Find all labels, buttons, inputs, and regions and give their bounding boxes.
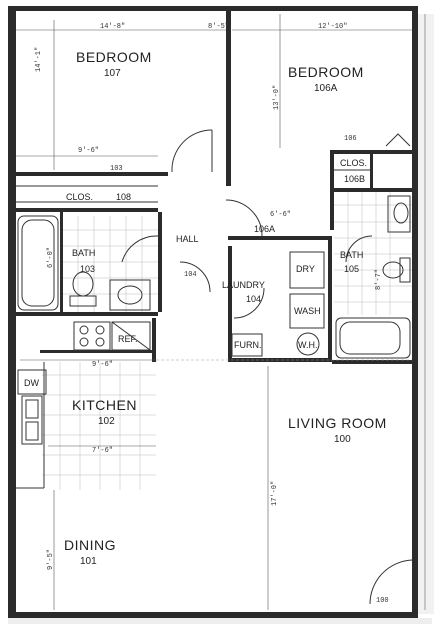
room-number-bath-103: 103 [80,264,95,274]
room-number-laundry: 104 [246,294,261,304]
interior-walls [8,6,412,364]
room-name-kitchen: KITCHEN [72,397,137,413]
room-number-kitchen: 102 [98,416,115,427]
room-name-bath-103: BATH [72,248,95,258]
room-number-dining: 101 [80,556,97,567]
washer [289,293,325,329]
tub-bath-103 [17,215,59,311]
label-water-heater: W.H. [298,340,318,350]
dim-bath105-depth: 8'-7" [375,269,383,290]
label-dryer: DRY [296,264,315,274]
room-number-bedroom-106a: 106A [314,83,338,94]
room-number-bath-105: 105 [344,264,359,274]
label-refrigerator: REF. [118,334,138,344]
dim-bath103-depth: 6'-0" [47,247,55,268]
label-dishwasher: DW [24,378,39,388]
dim-bed106-width: 12'-10" [318,23,347,31]
door-tag-100: 100 [376,597,389,605]
dim-bed107-depth: 14'-1" [35,47,43,72]
hall-tag: 104 [184,271,197,279]
closet-tag: 106 [344,135,357,143]
room-name-dining: DINING [64,537,116,553]
water-heater [296,332,320,356]
dim-kitchen-width: 7'-6" [92,447,113,455]
dim-hall-width: 6'-6" [270,211,291,219]
room-name-clos-108: CLOS. [66,192,93,202]
room-name-bedroom-106a: BEDROOM [288,64,364,80]
dim-bed106-depth: 13'-0" [273,85,281,110]
bath-tag: 103 [110,165,123,173]
dishwasher [17,369,47,395]
room-number-bedroom-107: 107 [104,68,121,79]
tub-bath-105 [335,317,411,359]
dim-bed107-width: 14'-8" [100,23,125,31]
dim-living-depth: 17'-0" [271,481,279,506]
dim-clos108-width: 9'-6" [78,147,99,155]
room-number-clos-108: 108 [116,192,131,202]
kitchen-counter [16,362,45,489]
furnace [231,333,263,357]
room-name-clos-106: CLOS. [340,158,367,168]
dim-top-center: 8'-5" [208,23,229,31]
dim-dining-depth: 9'-5" [47,549,55,570]
doors [121,129,413,605]
room-number-hall: 106A [254,224,275,234]
room-name-bedroom-107: BEDROOM [76,49,152,65]
room-number-clos-106: 106B [344,174,365,184]
range-stove [73,321,111,351]
room-name-bath-105: BATH [340,250,363,260]
label-washer: WASH [294,306,321,316]
sink-bath-105 [387,195,411,233]
label-furnace: FURN. [234,340,262,350]
closet-shelves [16,169,370,203]
refrigerator [111,321,151,351]
dim-kitchen-depth: 9'-6" [92,361,113,369]
sink-bath-103 [109,279,151,311]
toilet-bath-103 [69,271,97,307]
dimension-lines [16,14,412,610]
room-name-hall: HALL [176,234,199,244]
room-number-living-room: 100 [334,434,351,445]
room-name-laundry: LAUNDRY [222,280,265,290]
bath-105-tile-grid [334,192,412,315]
kitchen-sink [21,395,43,445]
room-name-living-room: LIVING ROOM [288,415,387,431]
kitchen-tile-grid [42,362,156,490]
dryer [289,251,325,289]
toilet-bath-105 [382,257,411,283]
